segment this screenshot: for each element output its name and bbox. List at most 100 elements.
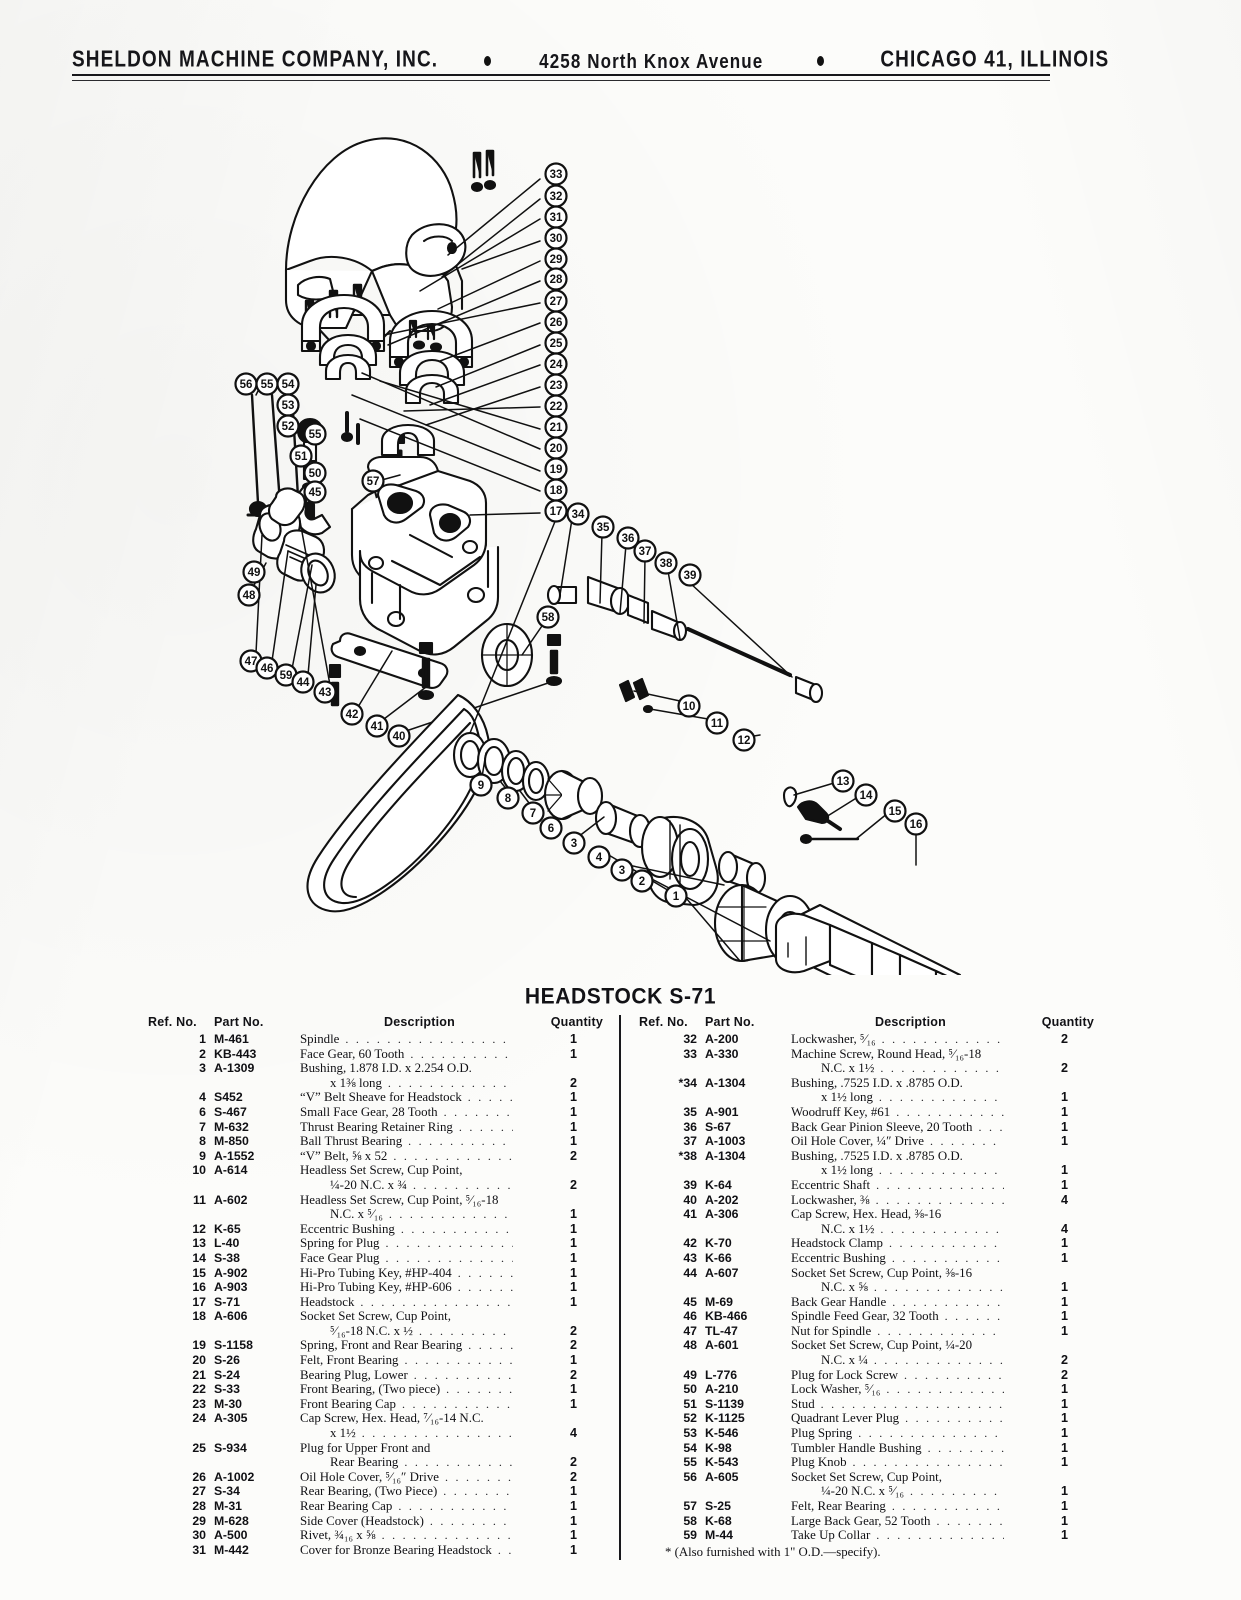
callout-number: 51 [295,451,308,463]
table-row: 11A-602N.C. x ⁵⁄₁₆................1 [148,1207,603,1222]
row-description: Socket Set Screw, Cup Point, ¼-20 [791,1338,973,1353]
row-part-no: A-901 [705,1104,739,1119]
row-description: Nut for Spindle.............. [791,1323,1004,1338]
row-description: Bushing, 1.878 I.D. x 2.254 O.D. [300,1061,472,1076]
row-ref-no: 30 [192,1528,206,1543]
row-part-no: M-442 [214,1542,249,1557]
row-part-no: TL-47 [705,1323,738,1338]
row-quantity: 2 [569,1455,577,1470]
row-ref-no: 44 [683,1265,697,1280]
table-row: 48A-601N.C. x ¼..................2 [639,1353,1094,1368]
row-description: Plug for Lock Screw............ [791,1367,1004,1382]
row-part-no: A-210 [705,1382,739,1397]
row-ref-no: 42 [683,1236,697,1251]
row-description: Woodruff Key, #61............. [791,1104,1004,1119]
row-part-no: K-1125 [705,1411,745,1426]
callout-number: 55 [261,379,274,391]
row-part-no: M-30 [214,1396,243,1411]
callout-number: 48 [243,590,256,602]
table-row: 41A-306N.C. x 1½.................4 [639,1222,1094,1237]
row-description: Face Gear, 60 Tooth............ [300,1046,513,1061]
row-description: x 1½ long................. [821,1163,1004,1178]
col-head-part: Part No. [214,1015,264,1029]
row-quantity: 4 [569,1426,577,1441]
callout-number: 35 [597,522,610,534]
row-description: Socket Set Screw, Cup Point, ⅜-16 [791,1265,973,1280]
callout-bubble: 8 [496,786,520,810]
row-description: Eccentric Bushing............. [791,1250,1004,1265]
callout-number: 53 [282,400,295,412]
row-quantity: 4 [1060,1221,1068,1236]
table-row: 3A-1309x 1⅜ long.................2 [148,1076,603,1091]
callout-bubble: 15 [883,799,907,823]
callout-bubble: 3 [562,831,586,855]
row-quantity: 1 [1060,1484,1068,1499]
row-quantity: 1 [569,1513,577,1528]
row-ref-no: 35 [683,1104,697,1119]
row-quantity: 2 [1060,1367,1068,1382]
row-description: Ball Thrust Bearing............ [300,1134,513,1149]
callout-number: 19 [550,464,563,476]
row-quantity: 1 [1060,1309,1068,1324]
row-ref-no: 36 [683,1119,697,1134]
callout-bubble: 20 [544,436,568,460]
row-quantity: 1 [569,1134,577,1149]
row-part-no: A-606 [214,1309,248,1324]
callout-number: 7 [530,808,536,820]
row-ref-no: 51 [683,1396,697,1411]
callout-number: 16 [910,819,923,831]
row-part-no: M-461 [214,1032,249,1046]
row-part-no: S-934 [214,1440,247,1455]
page-header: SHELDON MACHINE COMPANY, INC. 4258 North… [72,40,1108,74]
row-quantity: 1 [1060,1104,1068,1119]
row-quantity: 1 [569,1250,577,1265]
row-description: Back Gear Handle............. [791,1294,1004,1309]
callout-bubble: 19 [544,457,568,481]
row-quantity: 1 [569,1104,577,1119]
callout-number: 15 [889,806,902,818]
header-rule-thin [72,79,1050,81]
row-ref-no: 45 [683,1294,697,1309]
row-quantity: 1 [1060,1396,1068,1411]
callout-bubble: 52 [276,414,300,438]
row-description: Quadrant Lever Plug............ [791,1411,1004,1426]
row-quantity: 1 [569,1294,577,1309]
row-ref-no: 57 [683,1499,697,1513]
row-ref-no: 49 [683,1367,697,1382]
row-ref-no: 1 [199,1032,206,1046]
row-quantity: 1 [569,1119,577,1134]
row-description: Hi-Pro Tubing Key, #HP-404........ [300,1265,513,1280]
row-ref-no: 21 [192,1367,206,1382]
row-description: ⁵⁄₁₆-18 N.C. x ½............. [330,1323,513,1338]
callout-number: 26 [550,317,563,329]
row-part-no: S-26 [214,1353,240,1368]
top-fasteners [470,149,497,193]
row-description: Small Face Gear, 28 Tooth........ [300,1104,513,1119]
table-row: 44A-607N.C. x ⅝..................1 [639,1280,1094,1295]
row-ref-no: 29 [192,1513,206,1528]
row-description: Front Bearing Cap............. [300,1396,513,1411]
row-quantity: 1 [569,1280,577,1295]
row-description: Oil Hole Cover, ¼″ Drive......... [791,1134,1004,1149]
callout-number: 54 [282,379,295,391]
callout-number: 17 [550,506,563,518]
row-description: Spindle Feed Gear, 32 Tooth....... [791,1309,1004,1324]
row-ref-no: 32 [683,1032,697,1046]
row-ref-no: 59 [683,1528,697,1543]
row-part-no: A-605 [705,1469,739,1484]
callout-number: 20 [550,443,563,455]
table-row: 35 A-901 Woodruff Key, #61............. 1 [639,1105,1094,1120]
